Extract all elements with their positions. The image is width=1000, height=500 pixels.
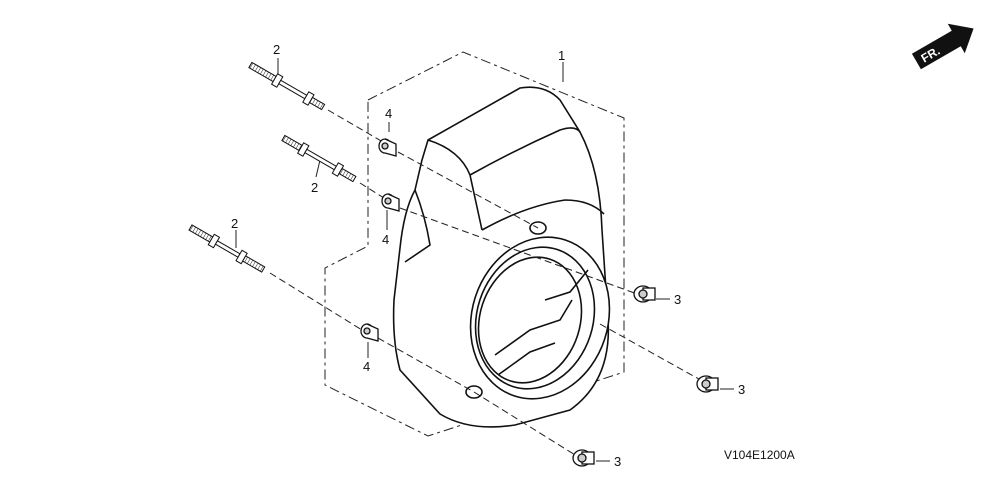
collar-middle bbox=[381, 193, 400, 212]
leader-lines bbox=[269, 109, 707, 459]
assembly-boundary bbox=[324, 51, 625, 437]
flange-nut-lower bbox=[572, 449, 595, 467]
callout-nut-middle: 3 bbox=[738, 382, 745, 397]
drawing-code: V104E1200A bbox=[724, 448, 795, 462]
callout-collar-middle: 4 bbox=[382, 232, 389, 247]
flange-nut-middle bbox=[696, 375, 719, 393]
stud-bolt-bottom bbox=[188, 224, 266, 273]
callout-nut-lower: 3 bbox=[614, 454, 621, 469]
flange-nut-upper bbox=[633, 285, 656, 303]
callout-stud-bottom: 2 bbox=[231, 216, 238, 231]
callout-stud-middle: 2 bbox=[311, 180, 318, 195]
stud-bolt-middle bbox=[281, 134, 357, 183]
callout-cover: 1 bbox=[558, 48, 565, 63]
callout-nut-upper: 3 bbox=[674, 292, 681, 307]
collar-top bbox=[378, 138, 397, 157]
callout-stud-top: 2 bbox=[273, 42, 280, 57]
front-direction-arrow: FR. bbox=[911, 23, 974, 70]
callout-collar-top: 4 bbox=[385, 106, 392, 121]
stud-bolt-top bbox=[248, 61, 326, 111]
callout-collar-bottom: 4 bbox=[363, 359, 370, 374]
fan-cover-shroud bbox=[392, 86, 611, 428]
collar-bottom bbox=[360, 323, 379, 342]
